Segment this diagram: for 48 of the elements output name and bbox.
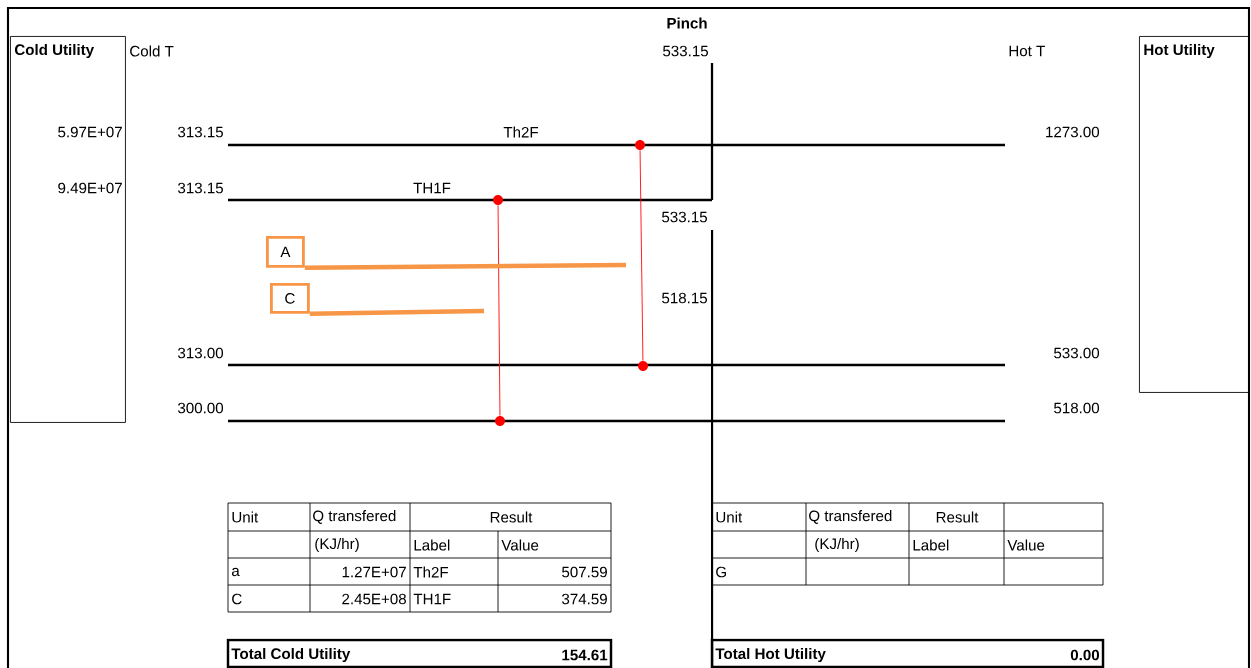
column-header: Value — [501, 539, 539, 551]
stream-label: Th2F — [503, 126, 539, 138]
column-header: Value — [1007, 539, 1045, 551]
column-header: Result — [936, 511, 979, 523]
temperature-label: 533.15 — [663, 45, 708, 57]
column-header: Result — [490, 511, 533, 523]
table-text: 1.27E+07 — [342, 566, 406, 578]
column-header: (KJ/hr) — [815, 538, 859, 553]
table-text: 374.59 — [562, 593, 607, 605]
temperature-label: 313.15 — [178, 126, 223, 138]
column-header: (KJ/hr) — [315, 538, 359, 553]
total-label: Total Cold Utility — [231, 647, 351, 663]
heading: Pinch — [667, 17, 707, 29]
column-header: Label — [414, 539, 450, 551]
connector-line — [309, 308, 485, 317]
connector-line — [304, 262, 627, 271]
temperature-label: 518.00 — [1054, 402, 1100, 414]
total-value: 154.61 — [562, 649, 608, 661]
table-text: 507.59 — [562, 566, 607, 578]
table-text: Th2F — [413, 566, 448, 578]
temperature-label: 533.00 — [1054, 347, 1100, 359]
column-header: Unit — [716, 511, 743, 523]
table-text: G — [716, 566, 726, 578]
temperature-label: 313.00 — [178, 347, 224, 359]
total-label: Total Hot Utility — [715, 647, 826, 663]
connector-line — [497, 204, 501, 417]
temperature-label: 1273.00 — [1046, 126, 1100, 138]
temperature-label: 300.00 — [178, 402, 224, 414]
column-header: Unit — [232, 511, 259, 523]
temperature-label: 313.15 — [178, 182, 223, 194]
stream-label: TH1F — [413, 182, 451, 194]
table-text: TH1F — [413, 593, 451, 605]
unit-tag: A — [266, 236, 305, 268]
column-header: Label — [913, 539, 949, 551]
temperature-label: 533.15 — [662, 211, 707, 223]
table-text: 2.45E+08 — [342, 593, 406, 605]
total-value: 0.00 — [1070, 649, 1099, 661]
table-text: a — [232, 567, 240, 577]
unit-tag: C — [270, 283, 310, 314]
utility-box: Hot Utility — [1139, 36, 1250, 393]
connector-line — [639, 149, 644, 362]
column-header: Q transfered — [809, 510, 892, 524]
table-text: C — [232, 593, 242, 605]
axis-title: Hot T — [1009, 45, 1045, 57]
temperature-label: 518.15 — [662, 292, 707, 304]
utility-value: 5.97E+07 — [58, 126, 122, 138]
column-header: Q transfered — [313, 510, 396, 524]
utility-value: 9.49E+07 — [58, 182, 122, 194]
